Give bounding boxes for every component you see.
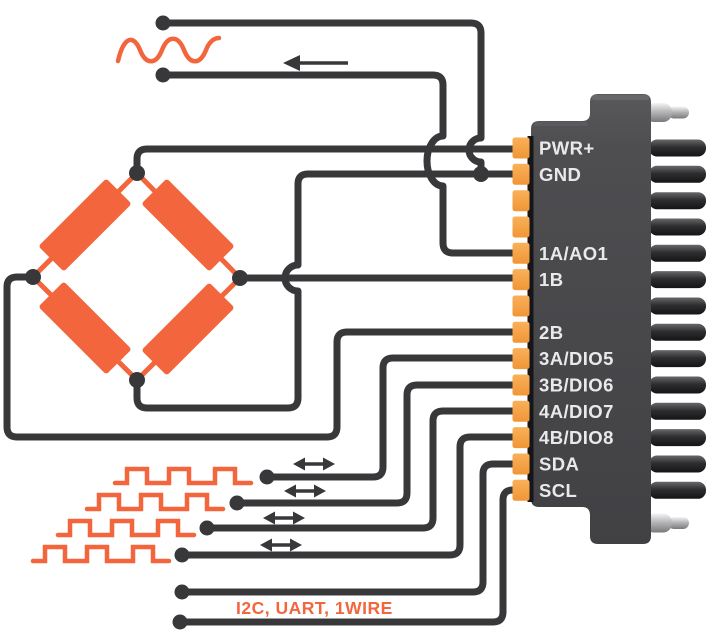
wires [3,19,520,626]
wire-pwm2-to-3b-dio6 [233,381,520,507]
wire-bridge-bottom-to-gnd [133,170,520,412]
connector-body [531,94,651,544]
connector-pad [512,269,530,291]
pin-label-1b: 1B [539,269,563,290]
bridge-resistor-icon [142,179,234,271]
bidirectional-arrow-icon [261,509,307,527]
connector-pad [512,163,530,185]
bridge-node-right [232,270,248,286]
connector-pad [512,216,530,238]
output-arrow-icon [283,55,348,71]
terminal-dot [172,614,188,630]
terminal-dot [199,520,215,536]
sine-wave-icon [115,35,222,64]
pin-label-1a-ao1: 1A/AO1 [539,243,608,264]
terminal-pin [649,429,706,447]
wire-pwm3-to-4a-dio7 [203,407,520,532]
pin-label-pwr: PWR+ [539,138,595,159]
connector-pin-labels: PWR+ GND 1A/AO1 1B 2B 3A/DIO5 3B/DIO6 4A… [539,138,614,501]
terminal-pin [649,455,706,473]
bridge-node-top [129,165,145,181]
wheatstone-bridge-symbol [25,165,248,388]
connector-pad [512,242,530,264]
pin-label-gnd: GND [539,164,581,185]
wire-bus-to-scl [176,486,520,626]
wire-pwm4-to-4b-dio8 [178,433,520,559]
wire-sine-to-gnd [159,19,485,178]
square-wave-icon [84,492,226,512]
connector-pad [512,374,530,396]
square-wave-icon [55,518,197,538]
square-wave-icon [30,544,172,564]
bridge-diamond [29,169,244,384]
connector-pad [512,479,530,501]
bus-protocols-label: I2C, UART, 1WIRE [236,598,393,618]
connector-pad [512,400,530,422]
bridge-node-left [25,269,41,285]
connector-pad [512,427,530,449]
connector-pad [512,137,530,159]
bidirectional-arrow-icon [291,455,337,473]
terminal-pin [649,218,706,236]
terminal-block-connector: PWR+ GND 1A/AO1 1B 2B 3A/DIO5 3B/DIO6 4A… [512,94,706,544]
terminal-pin [649,323,706,341]
terminal-pin [649,402,706,420]
connector-pad [512,190,530,212]
metal-pin-bottom [645,513,689,533]
connector-pad-rail [527,136,534,502]
terminal-pin [649,297,706,315]
connector-pad [512,321,530,343]
terminal-pin [649,165,706,183]
bridge-resistor-icon [39,179,131,271]
pin-label-scl: SCL [539,480,577,501]
terminal-pin [649,376,706,394]
connector-pad [512,453,530,475]
connector-terminal-pins [649,139,706,499]
terminal-pin [649,192,706,210]
terminal-dot [229,495,245,511]
wire-bridge-left-to-2b [3,273,520,441]
wire-bus-to-sda [178,460,520,596]
connector-pad [512,348,530,370]
terminal-dot [174,547,190,563]
bridge-resistor-icon [39,282,131,374]
bidirectional-arrow-icon [282,482,328,500]
pin-label-3b-dio6: 3B/DIO6 [539,375,614,396]
bridge-node-bottom [129,372,145,388]
bidirectional-arrow-icon [258,536,304,554]
pin-label-3a-dio5: 3A/DIO5 [539,348,614,369]
pin-label-2b: 2B [539,322,563,343]
terminal-dot [155,15,171,31]
terminal-pin [649,244,706,262]
metal-pin-top [645,103,689,122]
wire-pwm1-to-3a-dio5 [263,354,520,481]
terminal-dot [155,67,171,83]
connector-pad [512,295,530,317]
terminal-dot [174,584,190,600]
terminal-pin [649,139,706,157]
terminal-pin [649,350,706,368]
pin-label-4b-dio8: 4B/DIO8 [539,427,614,448]
wire-sine-to-1a-ao1 [159,71,520,257]
square-wave-icons [30,466,254,564]
bridge-resistor-icon [142,283,234,375]
junction-dot [473,166,489,182]
pin-label-4a-dio7: 4A/DIO7 [539,401,614,422]
wire-bridge-top-to-pwr [133,145,520,177]
terminal-pin [649,271,706,289]
connector-body-highlight [534,122,588,126]
pin-label-sda: SDA [539,454,579,475]
square-wave-icon [112,466,254,486]
terminal-pin [649,481,706,499]
terminal-dots [155,15,489,630]
terminal-dot [259,469,275,485]
connector-body-highlight [592,95,649,100]
connector-pads [512,137,530,501]
